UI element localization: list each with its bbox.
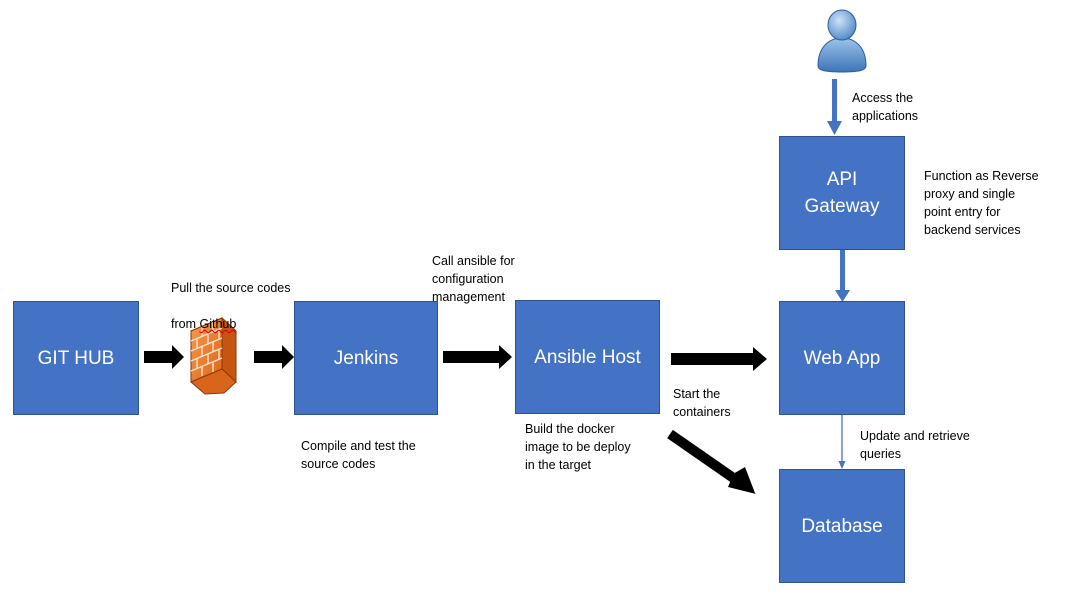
ansible-host-label: Ansible Host (534, 346, 641, 368)
pull-source-line2-prefix: from (171, 317, 200, 331)
pull-source-note: Pull the source codes from Github (171, 261, 291, 333)
web-app-box: Web App (779, 301, 905, 415)
arrow-firewall-to-jenkins (254, 345, 294, 369)
git-hub-label: GIT HUB (37, 347, 115, 369)
firewall-icon (190, 316, 237, 395)
jenkins-box: Jenkins (294, 301, 438, 415)
access-apps-note: Access the applications (852, 91, 919, 123)
api-gateway-label-line1: API (826, 169, 858, 190)
pull-source-line1: Pull the source codes (171, 281, 291, 295)
user-icon (817, 9, 867, 73)
arrow-github-to-firewall (144, 345, 184, 369)
update-retrieve-note: Update and retrieve queries (860, 429, 970, 461)
jenkins-label: Jenkins (333, 347, 399, 369)
api-gateway-label-line2: Gateway (804, 196, 880, 217)
arrow-jenkins-to-ansible (443, 345, 512, 369)
ansible-host-box: Ansible Host (515, 300, 660, 414)
call-ansible-note: Call ansible for configuration managemen… (432, 254, 515, 304)
github-word: Github (199, 317, 237, 331)
start-containers-note: Start the containers (673, 387, 731, 419)
arrow-ansible-to-database (667, 429, 756, 494)
function-proxy-note: Function as Reverse proxy and single poi… (924, 169, 1039, 237)
database-box: Database (779, 469, 905, 583)
web-app-label: Web App (803, 347, 881, 369)
arrow-api-gateway-to-webapp (835, 250, 850, 302)
database-label: Database (801, 515, 883, 537)
arrow-user-to-api-gateway (827, 79, 842, 135)
build-docker-note: Build the docker image to be deploy in t… (525, 422, 631, 472)
arrow-webapp-to-database (838, 415, 846, 469)
compile-test-note: Compile and test the source codes (301, 439, 416, 471)
arrow-ansible-to-webapp (671, 347, 767, 371)
git-hub-box: GIT HUB (13, 301, 139, 415)
api-gateway-box: API Gateway (779, 136, 905, 250)
